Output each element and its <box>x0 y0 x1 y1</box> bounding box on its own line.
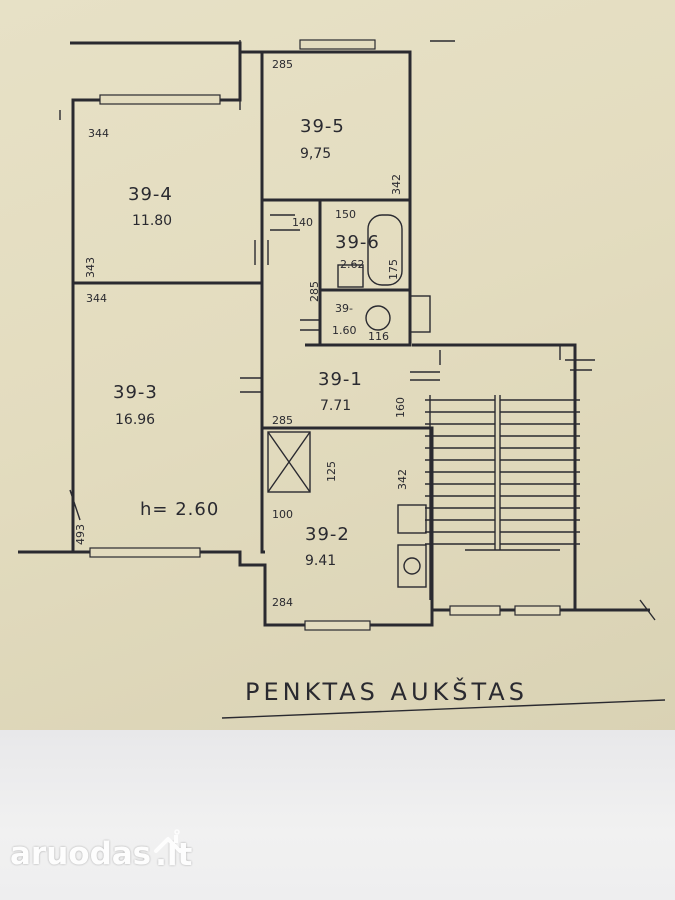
toilet-icon <box>365 305 391 331</box>
ventilation-shaft <box>267 431 311 493</box>
floor-caption: PENKTAS AUKŠTAS <box>245 676 528 706</box>
room-label-39-4: 39-4 <box>128 184 173 205</box>
house-logo-icon <box>154 829 183 853</box>
dimension-label: 342 <box>396 469 409 490</box>
fixtures <box>267 214 431 588</box>
room-label-39-6: 39-6 <box>335 232 380 253</box>
dimension-label: 100 <box>272 508 293 521</box>
bathtub-icon <box>367 214 403 286</box>
window-39-2 <box>304 620 371 631</box>
window-39-3 <box>89 547 201 558</box>
room-label-39-2: 39-2 <box>305 524 350 545</box>
watermark-suffix-wrap: .lt <box>153 829 192 873</box>
ceiling-height: h= 2.60 <box>140 499 219 520</box>
background-surface <box>0 730 675 900</box>
dimension-label: 344 <box>86 292 107 305</box>
dimension-label: 342 <box>390 174 403 195</box>
dimension-label: 284 <box>272 596 293 609</box>
dimension-label: 140 <box>292 216 313 229</box>
room-area-39-3: 16.96 <box>115 412 155 428</box>
dimension-label: 285 <box>308 281 321 302</box>
dimension-label: 125 <box>325 461 338 482</box>
dimension-labels: 285 344 342 343 344 140 150 175 285 116 … <box>74 58 409 609</box>
room-area-39-7: 1.60 <box>332 324 357 337</box>
kitchen-sink-icon <box>397 544 427 588</box>
room-area-39-2: 9.41 <box>305 553 336 569</box>
staircase <box>425 395 580 600</box>
dimension-label: 343 <box>84 257 97 278</box>
dimension-label: 493 <box>74 524 87 545</box>
dimension-label: 150 <box>335 208 356 221</box>
dimension-label: 160 <box>394 397 407 418</box>
window-39-5 <box>299 39 376 50</box>
room-label-39-5: 39-5 <box>300 116 345 137</box>
windows <box>89 39 561 631</box>
floor-plan: 39-5 9,75 39-4 11.80 39-6 2.62 39- 1.60 … <box>18 39 666 719</box>
room-label-39-7: 39- <box>335 302 353 315</box>
room-area-39-1: 7.71 <box>320 398 351 414</box>
dimension-label: 285 <box>272 414 293 427</box>
dimension-label: 175 <box>387 259 400 280</box>
room-label-39-3: 39-3 <box>113 382 158 403</box>
dimension-label: 344 <box>88 127 109 140</box>
cabinet-icon <box>409 295 431 333</box>
stove-icon <box>397 504 427 534</box>
watermark-text: aruodas <box>10 836 152 872</box>
shaft-cross-icon <box>267 431 311 493</box>
room-label-39-1: 39-1 <box>318 369 363 390</box>
watermark: aruodas .lt <box>10 829 192 876</box>
dimension-label: 116 <box>368 330 389 343</box>
window-stair-2 <box>514 605 561 616</box>
dimension-label: 285 <box>272 58 293 71</box>
caption-underline <box>221 699 666 719</box>
room-area-39-5: 9,75 <box>300 146 331 162</box>
walls <box>18 40 656 627</box>
sink-icon <box>337 264 364 288</box>
window-39-4 <box>99 94 221 105</box>
kitchen-sink-drain-icon <box>403 557 421 575</box>
window-stair-1 <box>449 605 501 616</box>
room-area-39-4: 11.80 <box>132 213 172 229</box>
room-labels: 39-5 9,75 39-4 11.80 39-6 2.62 39- 1.60 … <box>113 116 380 569</box>
room-area-39-6: 2.62 <box>340 258 365 271</box>
